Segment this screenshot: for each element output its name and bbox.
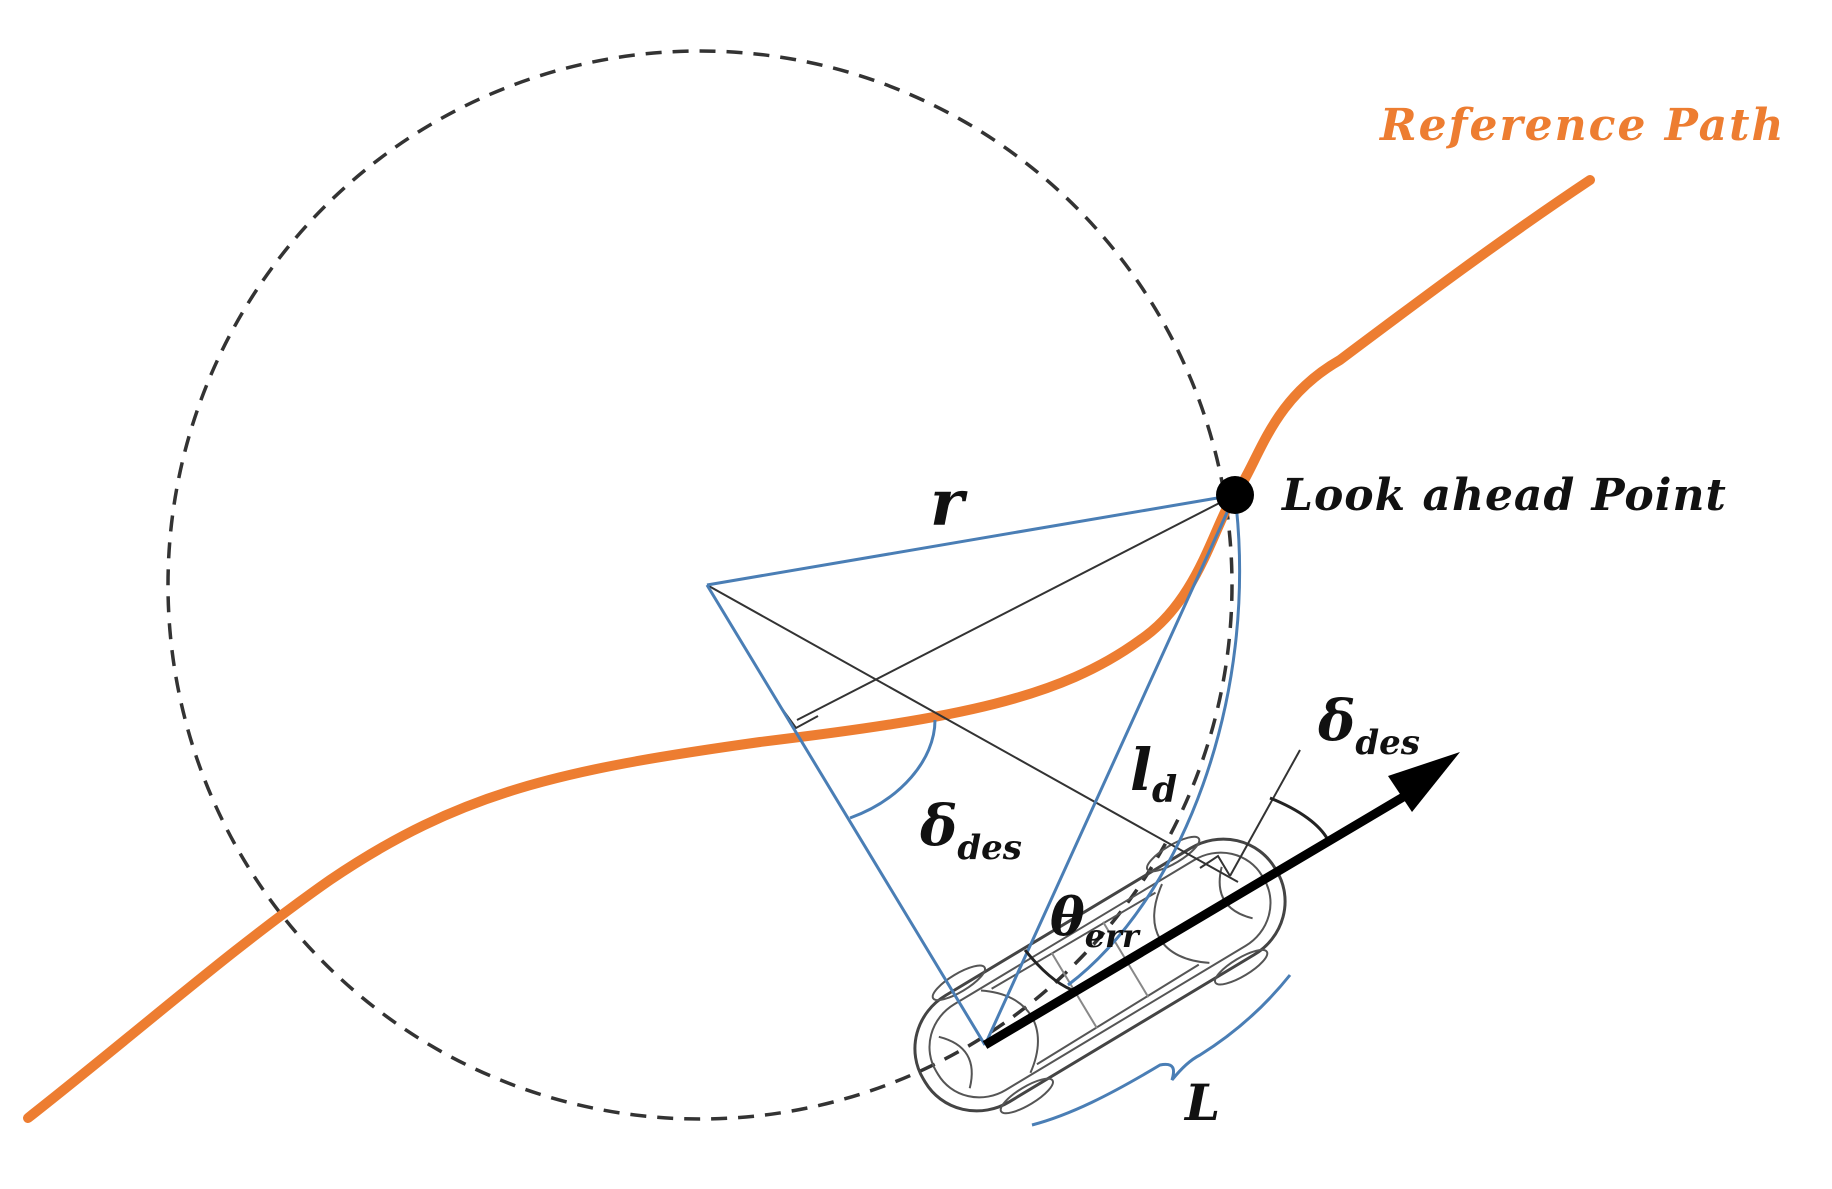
arc-path — [1067, 494, 1242, 987]
wheelbase-label: L — [1183, 1073, 1220, 1132]
lookahead-distance-main: l — [1130, 736, 1152, 804]
vehicle-sketch — [913, 835, 1287, 1115]
reference-path — [23, 175, 1595, 1123]
steer-angle-center-sub: des — [957, 828, 1022, 868]
radius-label: r — [930, 466, 968, 541]
look-ahead-point-label: Look ahead Point — [1280, 470, 1727, 521]
blue-geometry — [705, 493, 1330, 1127]
steer-angle-wheel-main: δ — [1317, 688, 1355, 754]
look-ahead-point-marker — [1216, 476, 1254, 514]
steer-angle-arc-center — [849, 719, 937, 820]
vehicle-heading-arrow — [982, 752, 1460, 1049]
radius-to-lookahead-line — [706, 493, 1236, 587]
steer-angle-center-label: δdes — [919, 793, 1022, 868]
heading-error-label: θerr — [1050, 887, 1141, 955]
lookahead-distance-sub: d — [1152, 769, 1177, 811]
turning-circle — [166, 49, 1234, 1121]
steer-angle-center-main: δ — [919, 793, 957, 859]
right-angle-marker-front — [1199, 854, 1231, 877]
center-to-front-axle-line — [706, 584, 1239, 883]
steer-angle-arc-wheel — [1269, 796, 1330, 841]
heading-error-arc — [1023, 949, 1073, 992]
steer-angle-wheel-sub: des — [1355, 723, 1420, 763]
heading-arrowhead — [1388, 752, 1460, 812]
perpendicular-bisector-line — [796, 494, 1236, 721]
heading-error-main: θ — [1050, 887, 1085, 948]
steer-angle-wheel-label: δdes — [1317, 688, 1420, 763]
heading-error-sub: err — [1085, 917, 1141, 955]
lookahead-distance-label: ld — [1130, 736, 1177, 811]
radius-to-rear-axle-line — [705, 584, 987, 1046]
reference-path-label: Reference Path — [1378, 100, 1785, 151]
wheel-direction-line — [1229, 749, 1301, 877]
wheelbase-brace — [1031, 974, 1292, 1127]
